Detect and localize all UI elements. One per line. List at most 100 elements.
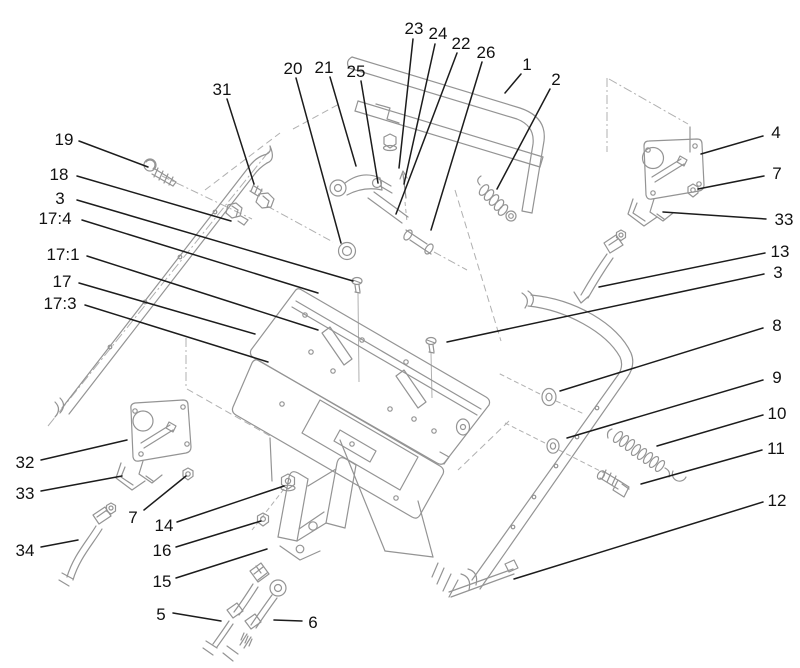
leader-line — [640, 449, 763, 485]
control-panel-drawing — [249, 288, 491, 465]
part-number-label: 7 — [772, 164, 781, 183]
leader-line — [403, 43, 436, 185]
leader-line — [78, 140, 149, 168]
part-number-label: 17 — [53, 272, 72, 291]
part-number-label: 17:4 — [38, 209, 71, 228]
part-number-label: 10 — [768, 404, 787, 423]
lower-bracket-drawing — [277, 457, 357, 561]
shoulder-screw-drawing — [143, 158, 177, 187]
part-number-label: 25 — [347, 62, 366, 81]
part-number-label: 17:3 — [43, 294, 76, 313]
hex-nut-16-drawing — [256, 512, 270, 527]
leader-line — [76, 199, 354, 282]
part-number-label: 9 — [772, 368, 781, 387]
part-number-label: 3 — [773, 263, 782, 282]
lever-assembly-drawing — [329, 133, 434, 261]
part-number-label: 18 — [50, 165, 69, 184]
cable-13-drawing — [573, 229, 627, 304]
leader-line — [513, 501, 764, 580]
cable-5-drawing — [202, 562, 270, 656]
part-number-label: 5 — [156, 605, 165, 624]
part-number-label: 26 — [477, 43, 496, 62]
part-number-label: 24 — [429, 24, 448, 43]
hex-nut-7-left-drawing — [182, 467, 194, 481]
part-number-label: 16 — [153, 541, 172, 560]
leader-line — [700, 135, 764, 155]
leader-line — [143, 475, 187, 511]
part-number-label: 2 — [551, 70, 560, 89]
phantom-outline-lines — [47, 78, 689, 531]
leader-line — [40, 439, 128, 461]
part-number-label: 3 — [55, 189, 64, 208]
leader-line — [566, 379, 764, 439]
leader-line — [395, 52, 458, 215]
leader-line — [662, 211, 767, 220]
part-number-label: 13 — [771, 242, 790, 261]
part-number-label: 14 — [155, 516, 174, 535]
left-bracket-drawing — [115, 399, 273, 491]
part-number-label: 20 — [284, 59, 303, 78]
washer-9-drawing — [546, 438, 560, 454]
part-number-label: 15 — [153, 572, 172, 591]
right-bracket-drawing — [627, 126, 705, 227]
part-number-label: 21 — [315, 58, 334, 77]
leader-line — [504, 73, 522, 94]
leader-line — [446, 273, 765, 343]
part-number-label: 12 — [768, 491, 787, 510]
bolt-11-drawing — [596, 469, 630, 498]
leader-line — [175, 548, 268, 579]
leader-line — [84, 304, 269, 363]
right-lower-tube-drawing — [460, 290, 634, 591]
washer-8-drawing — [541, 387, 557, 407]
spring-2-drawing — [477, 175, 517, 222]
leader-line — [176, 485, 285, 523]
part-number-label: 19 — [55, 130, 74, 149]
leader-line — [175, 520, 262, 548]
hex-bolt-18-drawing — [225, 202, 249, 226]
spring-10-drawing — [606, 428, 687, 482]
part-number-label: 33 — [775, 210, 794, 229]
part-number-label: 6 — [308, 613, 317, 632]
left-lower-tube-drawing — [54, 145, 273, 418]
leader-line — [78, 282, 256, 335]
part-number-label: 31 — [213, 80, 232, 99]
leader-line — [76, 175, 232, 222]
leader-line — [656, 414, 764, 447]
leader-line — [697, 175, 765, 190]
leader-line — [496, 88, 551, 190]
leader-line — [40, 539, 79, 548]
leader-line — [398, 38, 414, 169]
part-number-label: 33 — [16, 484, 35, 503]
part-number-label: 23 — [405, 19, 424, 38]
part-number-label: 1 — [522, 55, 531, 74]
part-number-label: 22 — [452, 34, 471, 53]
part-number-label: 4 — [771, 123, 780, 142]
leader-lines — [40, 38, 767, 622]
leader-line — [430, 61, 483, 231]
leader-line — [172, 612, 222, 622]
part-drawings — [54, 56, 705, 662]
leader-line — [81, 219, 319, 294]
cable-tie-drawing — [431, 559, 519, 598]
leader-line — [273, 619, 303, 622]
leader-line — [295, 77, 342, 244]
part-number-label: 17:1 — [46, 245, 79, 264]
leader-line — [40, 475, 123, 492]
part-number-label: 7 — [128, 508, 137, 527]
upper-handle-drawing — [346, 56, 545, 214]
panel-screws-drawing — [351, 276, 437, 354]
leader-line — [559, 327, 764, 392]
part-number-label: 34 — [16, 541, 35, 560]
hex-bolt-31-drawing — [249, 183, 275, 209]
cable-6-drawing — [222, 579, 287, 662]
leader-line — [360, 80, 379, 184]
leader-line — [598, 252, 766, 288]
hex-nut-14-drawing — [280, 473, 296, 492]
part-number-label: 8 — [772, 316, 781, 335]
part-number-label: 11 — [767, 439, 785, 458]
part-number-label: 32 — [16, 453, 35, 472]
panel-lower-plate-drawing — [231, 359, 445, 558]
leader-line — [86, 255, 319, 331]
